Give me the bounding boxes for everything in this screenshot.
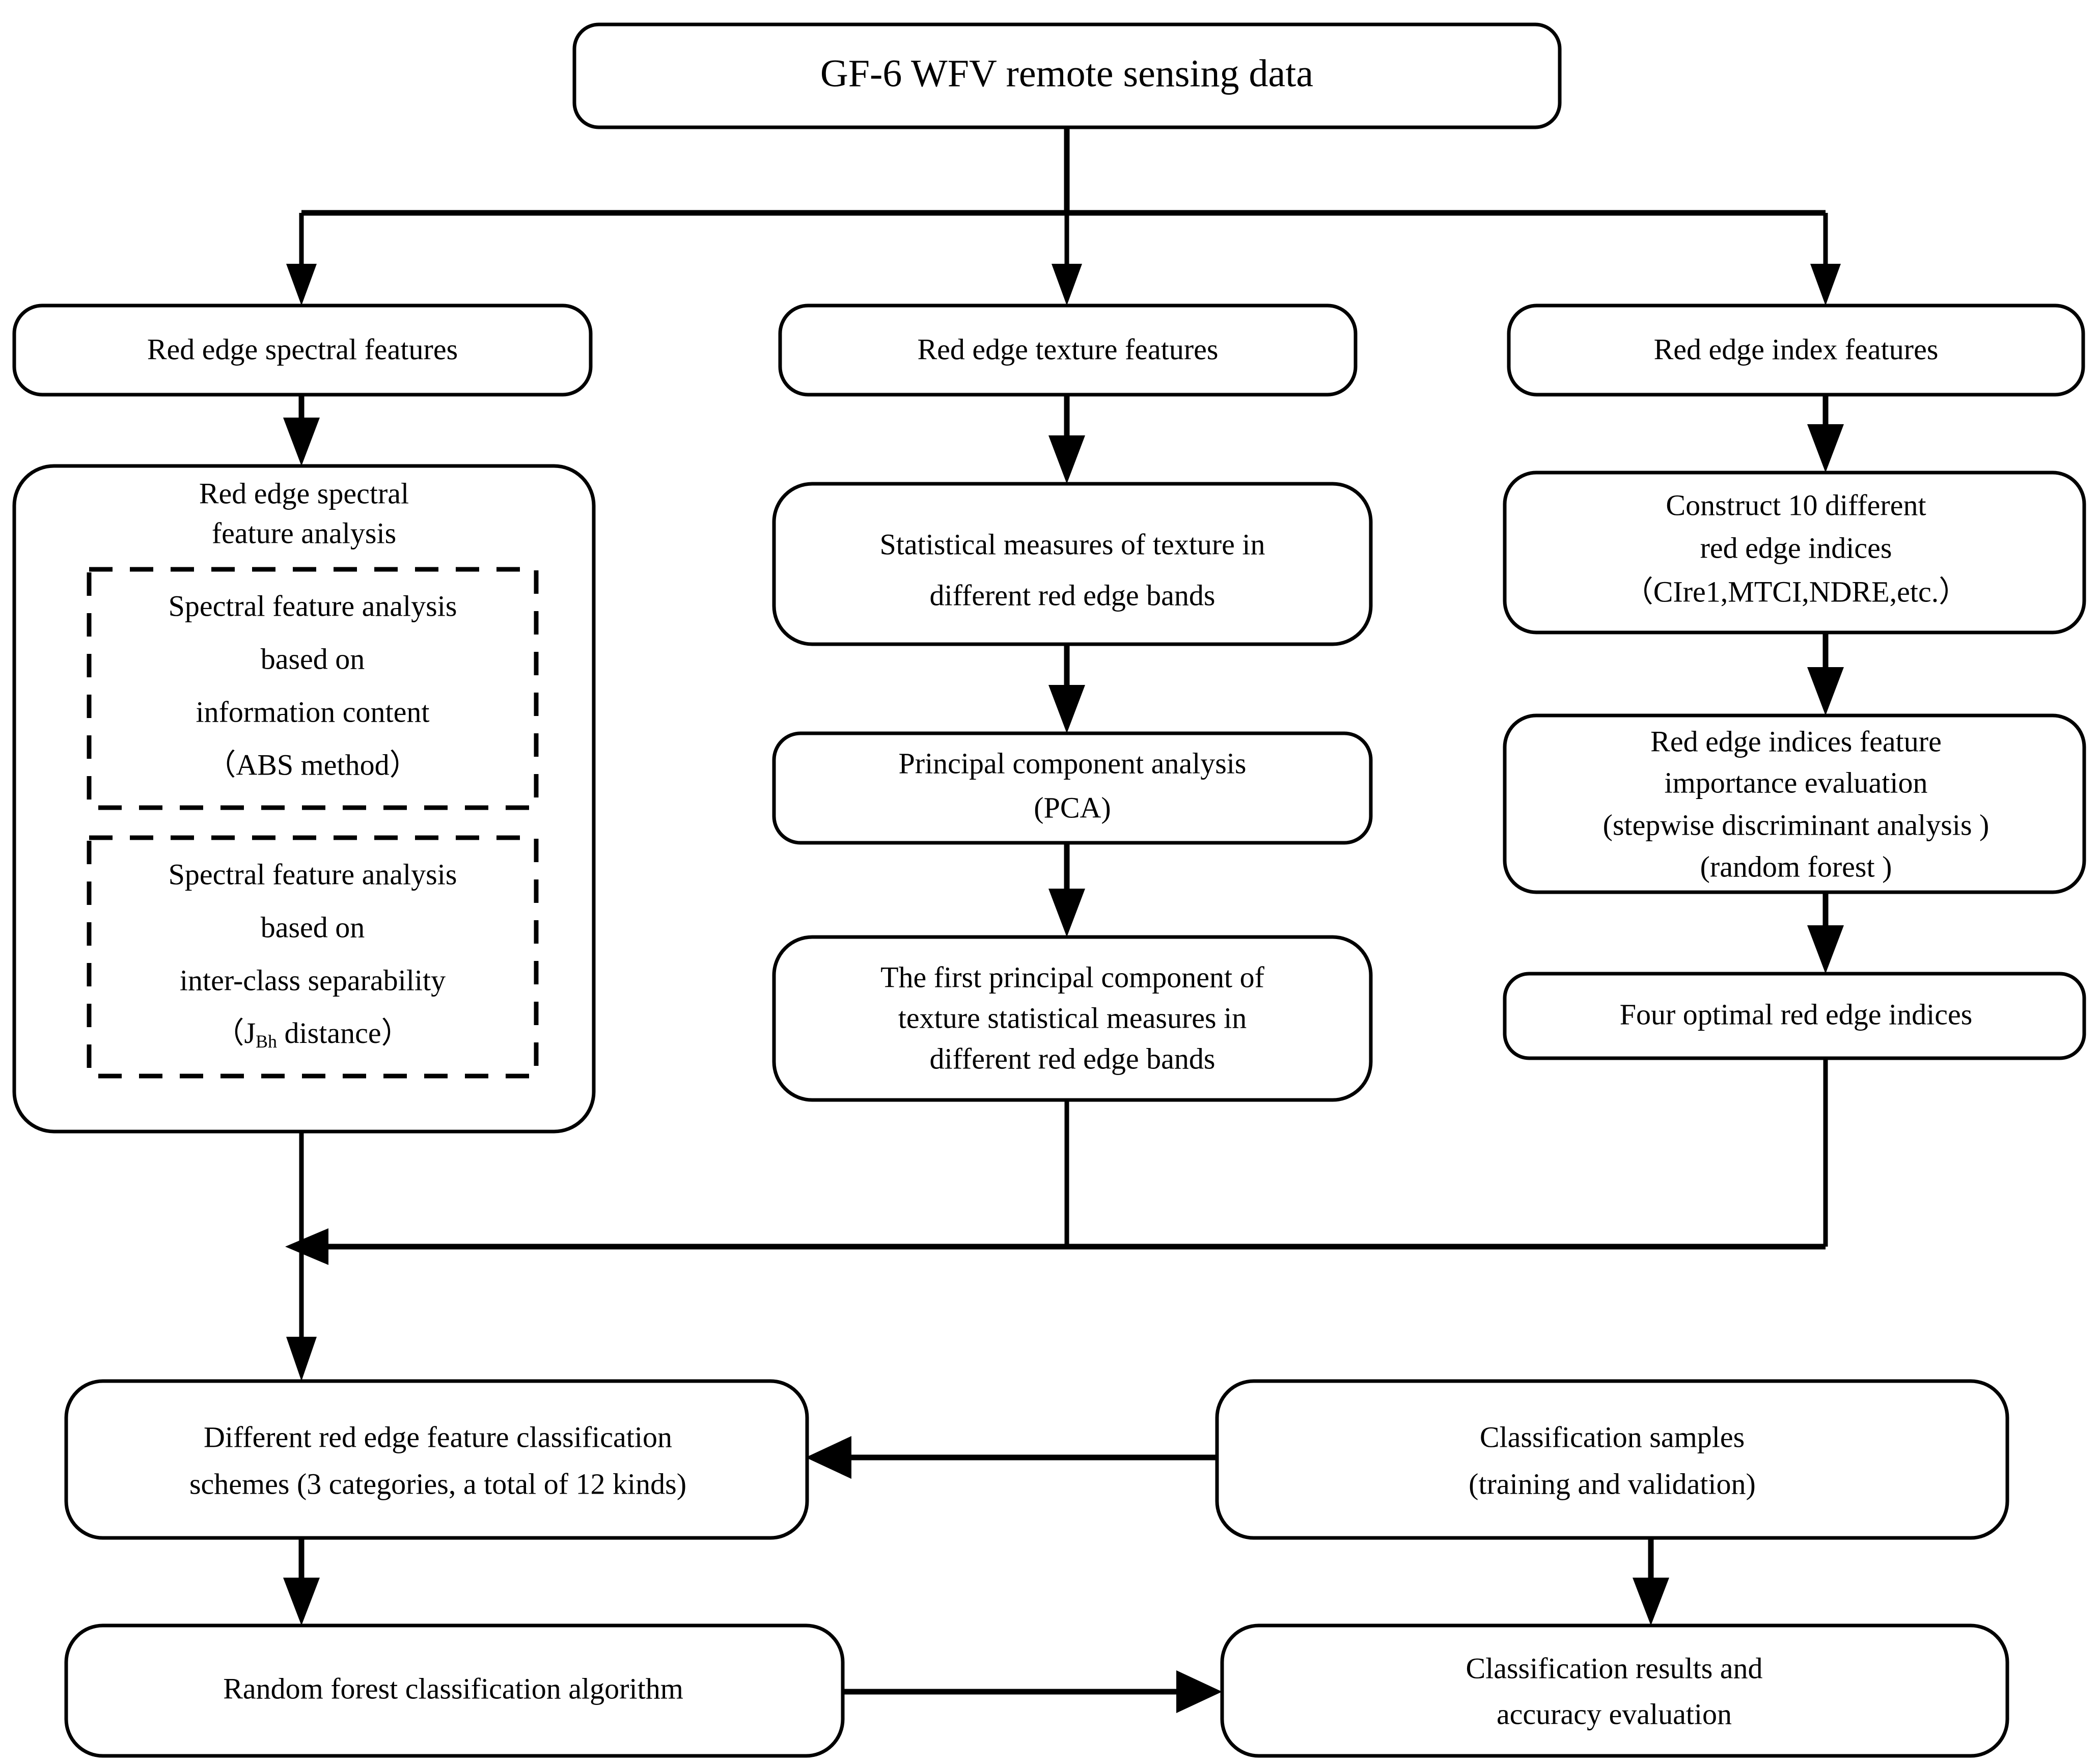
importance-eval-box[interactable] [1503, 713, 2086, 894]
schemes-line-2: schemes (3 categories, a total of 12 kin… [189, 1467, 686, 1500]
node-spectral-features[interactable]: Red edge spectral features [12, 304, 593, 397]
node-pca[interactable]: Principal component analysis (PCA) [772, 731, 1373, 845]
source-box[interactable] [572, 22, 1562, 129]
jbh-distance-dashed-box[interactable] [87, 835, 539, 1079]
jbh-line-4: （JBh distance） [214, 1016, 410, 1052]
abs-method-line-2: based on [261, 642, 365, 675]
arrowhead-merge-left [285, 1228, 328, 1265]
samples-line-2: (training and validation) [1469, 1467, 1756, 1500]
node-source[interactable]: GF-6 WFV remote sensing data [572, 22, 1562, 129]
subnode-jbh-distance[interactable]: Spectral feature analysis based on inter… [87, 835, 539, 1079]
construct-indices-box[interactable] [1503, 471, 2086, 635]
construct-indices-line-1: Construct 10 different [1666, 488, 1926, 521]
arrowhead-split-left [286, 264, 317, 306]
importance-eval-line-3: (stepwise discriminant analysis ) [1603, 808, 1990, 841]
abs-method-dashed-box[interactable] [87, 567, 539, 810]
results-line-1: Classification results and [1466, 1651, 1762, 1685]
rf-algorithm-label: Random forest classification algorithm [223, 1672, 683, 1705]
jbh-line-2: based on [261, 911, 365, 944]
samples-box[interactable] [1215, 1379, 2009, 1540]
pca-line-2: (PCA) [1034, 791, 1111, 824]
node-construct-indices[interactable]: Construct 10 different red edge indices … [1503, 471, 2086, 635]
samples-line-1: Classification samples [1480, 1420, 1745, 1453]
rf-algorithm-box[interactable] [64, 1623, 845, 1758]
importance-eval-line-4: (random forest ) [1700, 850, 1892, 883]
four-optimal-box[interactable] [1503, 972, 2086, 1060]
pca-line-1: Principal component analysis [899, 747, 1247, 780]
texture-stats-line-2: different red edge bands [930, 579, 1215, 612]
schemes-box[interactable] [64, 1379, 809, 1540]
spectral-features-label: Red edge spectral features [147, 333, 458, 366]
arrowhead-spectral-analysis [283, 418, 320, 466]
node-importance-eval[interactable]: Red edge indices feature importance eval… [1503, 713, 2086, 894]
construct-indices-line-3: （CIre1,MTCI,NDRE,etc.） [1624, 575, 1969, 608]
source-label: GF-6 WFV remote sensing data [820, 52, 1313, 95]
arrowhead-schemes [286, 1337, 317, 1381]
arrowhead-texture-stats [1048, 435, 1085, 484]
four-optimal-label: Four optimal red edge indices [1620, 998, 1973, 1031]
connectors [283, 127, 1844, 1713]
arrowhead-rf [283, 1578, 320, 1626]
jbh-line-1: Spectral feature analysis [169, 858, 457, 891]
texture-features-box[interactable] [778, 304, 1358, 397]
spectral-features-box[interactable] [12, 304, 593, 397]
results-line-2: accuracy evaluation [1497, 1697, 1732, 1730]
index-features-box[interactable] [1507, 304, 2085, 397]
node-index-features[interactable]: Red edge index features [1507, 304, 2085, 397]
construct-indices-line-2: red edge indices [1700, 531, 1892, 564]
first-pc-box[interactable] [772, 935, 1373, 1102]
node-first-pc[interactable]: The first principal component of texture… [772, 935, 1373, 1102]
texture-stats-line-1: Statistical measures of texture in [879, 528, 1265, 561]
subnode-abs-method[interactable]: Spectral feature analysis based on infor… [87, 567, 539, 810]
spectral-analysis-title-line1: Red edge spectral [199, 477, 409, 510]
texture-features-label: Red edge texture features [918, 333, 1219, 366]
node-four-optimal[interactable]: Four optimal red edge indices [1503, 972, 2086, 1060]
abs-method-line-3: information content [196, 695, 429, 728]
arrowhead-results-top [1633, 1578, 1669, 1626]
importance-eval-line-2: importance evaluation [1665, 766, 1928, 799]
abs-method-line-1: Spectral feature analysis [169, 589, 457, 622]
first-pc-line-1: The first principal component of [880, 960, 1264, 994]
index-features-label: Red edge index features [1654, 333, 1939, 366]
schemes-line-1: Different red edge feature classificatio… [204, 1420, 672, 1453]
arrowhead-pca [1048, 685, 1085, 733]
jbh-prefix: （J [214, 1016, 256, 1050]
arrowhead-construct-indices [1807, 424, 1844, 473]
arrowhead-samples-to-schemes [806, 1436, 851, 1479]
node-rf-algorithm[interactable]: Random forest classification algorithm [64, 1623, 845, 1758]
first-pc-line-2: texture statistical measures in [898, 1001, 1247, 1034]
node-texture-features[interactable]: Red edge texture features [778, 304, 1358, 397]
abs-method-line-4: （ABS method） [206, 748, 419, 781]
arrowhead-split-middle [1052, 264, 1082, 306]
arrowhead-importance [1807, 667, 1844, 715]
arrowhead-firstpc [1048, 889, 1085, 937]
node-samples[interactable]: Classification samples (training and val… [1215, 1379, 2009, 1540]
arrowhead-fouroptimal [1807, 925, 1844, 974]
results-box[interactable] [1220, 1623, 2009, 1758]
pca-box[interactable] [772, 731, 1373, 845]
arrowhead-rf-to-results [1176, 1670, 1222, 1713]
jbh-subscript: Bh [256, 1031, 277, 1052]
node-texture-stats[interactable]: Statistical measures of texture in diffe… [772, 482, 1373, 646]
jbh-line-3: inter-class separability [180, 963, 446, 997]
node-results[interactable]: Classification results and accuracy eval… [1220, 1623, 2009, 1758]
node-schemes[interactable]: Different red edge feature classificatio… [64, 1379, 809, 1540]
jbh-suffix: distance） [277, 1016, 411, 1050]
importance-eval-line-1: Red edge indices feature [1650, 725, 1942, 758]
texture-stats-box[interactable] [772, 482, 1373, 646]
spectral-analysis-box[interactable] [12, 464, 596, 1134]
first-pc-line-3: different red edge bands [930, 1042, 1215, 1075]
arrowhead-split-right [1810, 264, 1841, 306]
node-spectral-analysis[interactable]: Red edge spectral feature analysis Spect… [12, 464, 596, 1134]
spectral-analysis-title-line2: feature analysis [212, 516, 396, 549]
